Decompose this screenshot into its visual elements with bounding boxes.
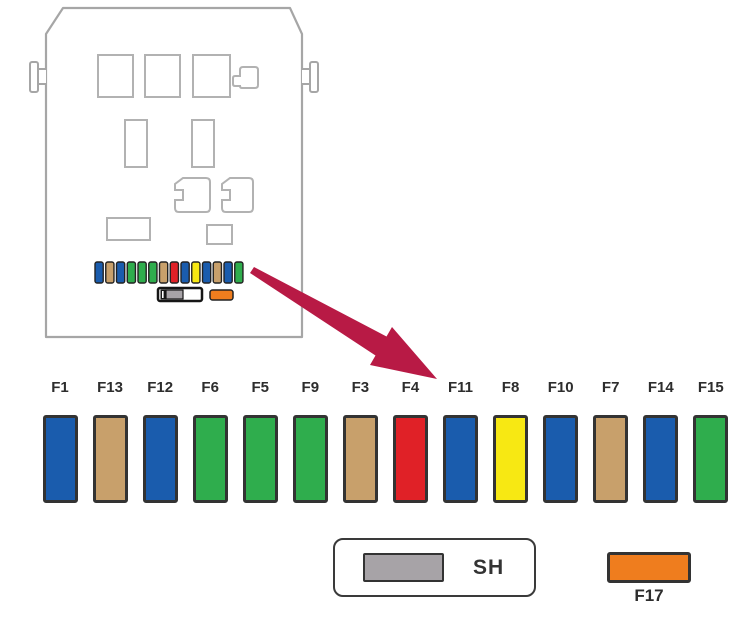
left-tab bbox=[37, 68, 46, 85]
fuse-swatch bbox=[242, 415, 278, 503]
mini-fuse bbox=[234, 261, 244, 284]
small-connector bbox=[232, 66, 259, 89]
relay-socket bbox=[192, 54, 231, 98]
fuse-label: F6 bbox=[201, 379, 219, 396]
mini-fuse bbox=[105, 261, 115, 284]
fuse-label: F10 bbox=[547, 379, 574, 396]
f17-fuse-swatch bbox=[607, 552, 691, 583]
mini-fuse bbox=[201, 261, 212, 284]
fuse-f14: F14 bbox=[643, 378, 679, 503]
fuse-f7: F7 bbox=[593, 378, 629, 503]
relay-socket bbox=[206, 224, 233, 245]
mini-fuse bbox=[180, 261, 190, 284]
mini-fuse bbox=[115, 261, 126, 284]
mini-f17-fuse bbox=[209, 289, 234, 301]
mini-fuse bbox=[223, 261, 233, 284]
mini-sh-fuse bbox=[165, 289, 184, 300]
callout-arrow bbox=[250, 267, 437, 379]
mini-fuse bbox=[137, 261, 147, 284]
mini-fuse bbox=[126, 261, 137, 284]
fuse-swatch bbox=[292, 415, 328, 503]
f17-label: F17 bbox=[634, 586, 664, 605]
notched-socket bbox=[174, 177, 211, 213]
relay-socket bbox=[124, 119, 148, 168]
fuse-label: F8 bbox=[501, 379, 520, 396]
fuse-f13: F13 bbox=[92, 378, 128, 503]
fuse-label: F1 bbox=[51, 379, 69, 396]
fuse-f9: F9 bbox=[292, 378, 328, 503]
sh-box: SH bbox=[333, 538, 536, 597]
mini-fuse bbox=[212, 261, 223, 284]
sh-fuse-swatch bbox=[363, 553, 444, 582]
fuse-swatch bbox=[142, 415, 178, 503]
right-tab bbox=[302, 68, 311, 85]
fuse-f3: F3 bbox=[342, 378, 378, 503]
fuse-label: F5 bbox=[251, 379, 269, 396]
right-tab-bar bbox=[309, 61, 319, 93]
fuse-label: F15 bbox=[697, 379, 724, 396]
mini-fuse-row bbox=[94, 261, 244, 284]
mini-fuse bbox=[94, 261, 104, 284]
relay-socket bbox=[144, 54, 181, 98]
f17-group: F17 bbox=[606, 552, 692, 606]
fuse-swatch bbox=[192, 415, 228, 503]
mini-fuse bbox=[191, 261, 201, 284]
fuse-label: F3 bbox=[351, 379, 370, 396]
fuse-swatch bbox=[342, 415, 378, 503]
fuse-f1: F1 bbox=[42, 378, 78, 503]
fuse-f4: F4 bbox=[392, 378, 428, 503]
fuse-f5: F5 bbox=[242, 378, 278, 503]
fuse-swatch bbox=[493, 415, 529, 503]
fuse-swatch bbox=[543, 415, 579, 503]
notched-socket bbox=[221, 177, 254, 213]
fuse-label: F4 bbox=[401, 379, 420, 396]
fuse-swatch bbox=[42, 415, 78, 503]
fuse-swatch bbox=[92, 415, 128, 503]
mini-sh-slit bbox=[162, 291, 164, 298]
mini-fuse bbox=[169, 261, 180, 284]
fuse-f6: F6 bbox=[192, 378, 228, 503]
fuse-f8: F8 bbox=[493, 378, 529, 503]
left-tab-bar bbox=[29, 61, 39, 93]
fuse-swatch bbox=[443, 415, 478, 503]
fuse-f12: F12 bbox=[142, 378, 178, 503]
fuse-label: F7 bbox=[601, 379, 620, 396]
mini-fuse bbox=[148, 261, 158, 284]
fuse-swatch bbox=[643, 415, 679, 503]
mini-fuse bbox=[158, 261, 169, 284]
sh-label: SH bbox=[473, 555, 505, 579]
relay-socket bbox=[97, 54, 134, 98]
fuse-label: F11 bbox=[447, 379, 474, 396]
fuse-swatch bbox=[693, 415, 729, 503]
fuse-f11: F11 bbox=[443, 378, 479, 503]
fuse-label: F14 bbox=[647, 379, 674, 396]
relay-socket bbox=[191, 119, 215, 168]
fuse-label: F13 bbox=[97, 379, 123, 396]
fuse-swatch bbox=[392, 415, 428, 503]
relay-socket bbox=[106, 217, 151, 241]
fuse-f15: F15 bbox=[693, 378, 729, 503]
fuse-swatch bbox=[593, 415, 629, 503]
fuse-label: F9 bbox=[301, 379, 320, 396]
fuse-row: F1 F13 F12 F6 F5 F9 F3 F4 F11 F8 F10 F7 F14 F15 bbox=[42, 378, 729, 503]
fuse-f10: F10 bbox=[543, 378, 579, 503]
fuse-label: F12 bbox=[147, 379, 174, 396]
